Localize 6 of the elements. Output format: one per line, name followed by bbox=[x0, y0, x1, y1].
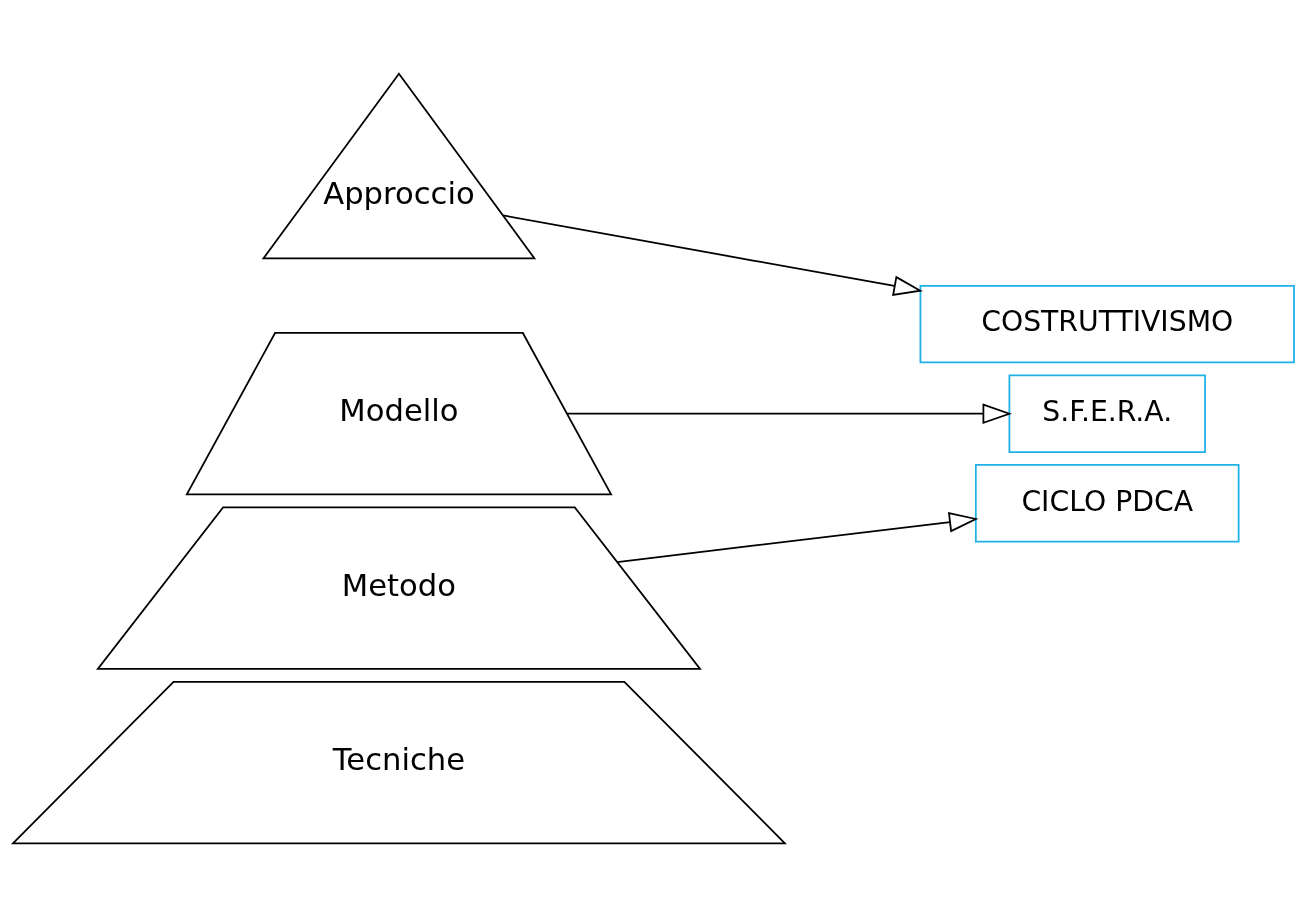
node-box: S.F.E.R.A. bbox=[1008, 374, 1206, 453]
arrow bbox=[566, 402, 1012, 424]
node-box: CICLO PDCA bbox=[974, 463, 1240, 542]
node-box: COSTRUTTIVISMO bbox=[919, 284, 1295, 363]
arrow bbox=[616, 511, 979, 563]
arrow bbox=[502, 214, 923, 296]
